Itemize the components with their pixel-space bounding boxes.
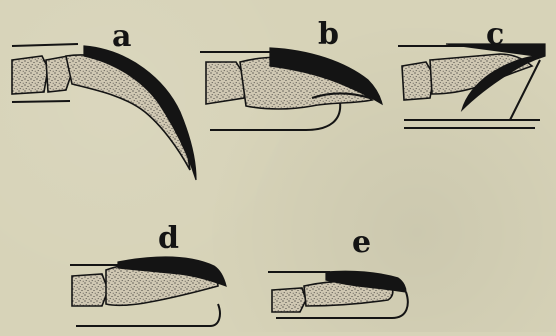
panel-a: a (12, 19, 196, 180)
label-e: e (352, 225, 371, 260)
panel-d: d (70, 221, 226, 326)
label-d: d (158, 221, 179, 256)
label-b: b (318, 17, 339, 52)
bone-a1 (12, 56, 48, 94)
label-a: a (112, 19, 131, 54)
panel-c: c (398, 17, 545, 128)
panel-b: b (200, 17, 382, 130)
panel-e: e (268, 225, 408, 318)
